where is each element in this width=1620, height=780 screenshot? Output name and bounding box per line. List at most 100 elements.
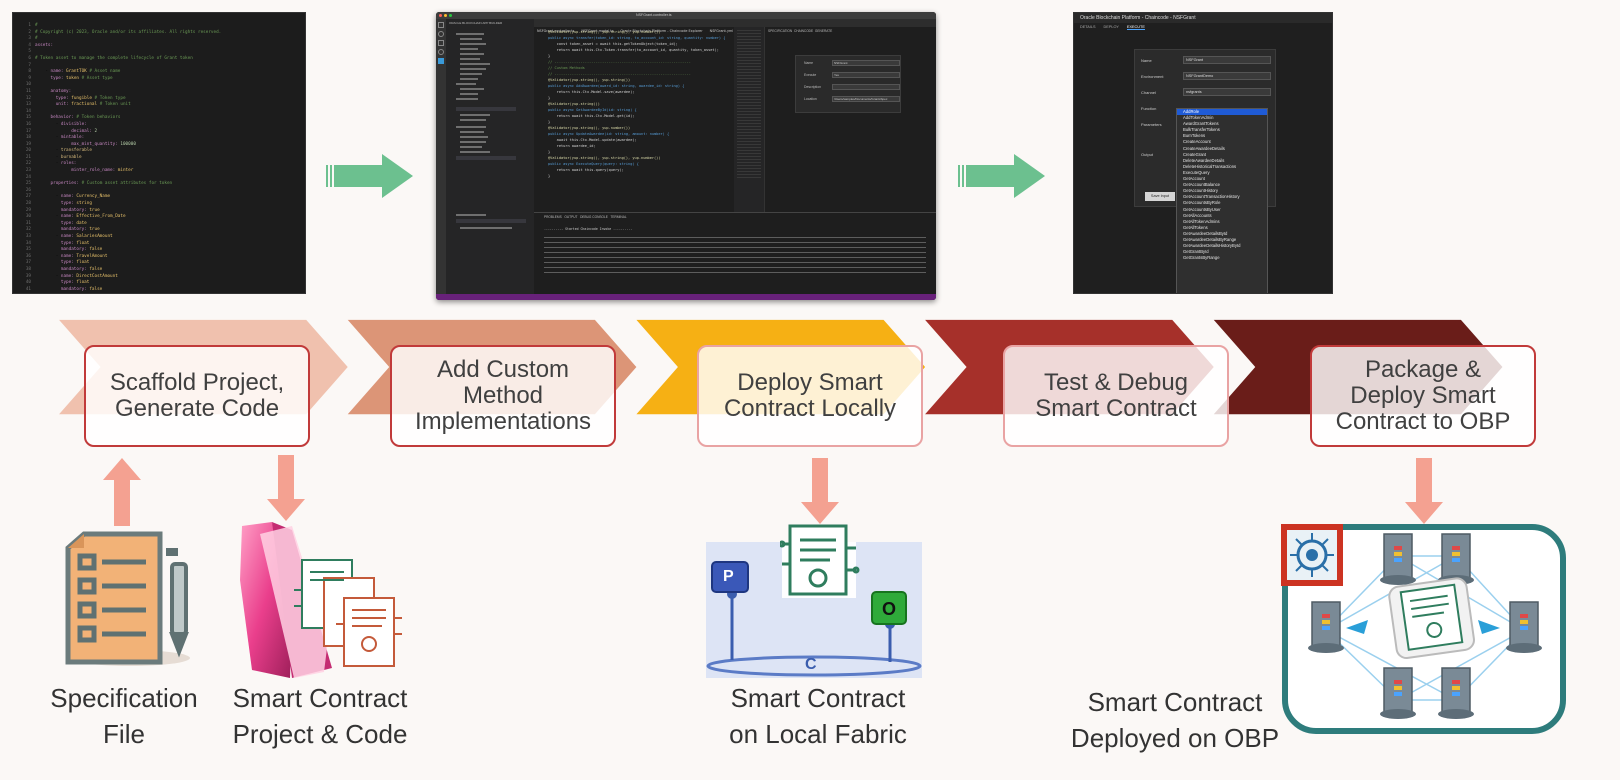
server-node-icon [1308,601,1344,653]
form-name-field[interactable]: NSFGrant [832,60,900,66]
server-node-icon [1380,667,1416,719]
function-option[interactable]: GetAccountTransactionHistory [1183,194,1240,200]
function-option[interactable]: AddRole [1177,109,1267,116]
code-line: @Validator(yup.string(), yup.string()) [548,78,631,82]
function-option[interactable]: ExecuteQuery [1183,169,1210,175]
yaml-line-numbers: 1 2 3 4 5 6 7 8 9 10 11 12 13 14 15 16 1… [25,23,31,292]
code-line: public async transfer(token_id: string, … [548,36,726,40]
peer-node-label: P [723,568,734,585]
function-option[interactable]: GetGrantById [1183,249,1209,255]
function-option[interactable]: GetAccountsByUser [1183,206,1221,212]
yaml-line: - name: SalariesAmount [35,234,113,239]
terminal-heading: ---------- Started Chaincode Invoke ----… [544,227,633,231]
editor-tab[interactable]: NSFGrant.model.ts [578,27,618,35]
obp-tab[interactable]: DETAILS [1080,25,1096,29]
form-execute-select[interactable]: Yes [832,72,900,78]
code-line: } [548,96,551,100]
yaml-line: - roles: [35,161,77,167]
yaml-line: max_mint_quantity: 100000 [71,141,136,147]
deploy-to-fabric-arrow [801,458,839,524]
obp-network-graphic [1308,533,1542,719]
yaml-line [35,82,221,89]
editor-tab[interactable]: Oracle Blockchain Platform - Chaincode E… [617,27,707,35]
orderer-node-label: O [882,599,897,619]
yaml-line: - name: Currency_Name [35,194,111,200]
function-option[interactable]: DeleteHistoricalTransactions [1183,163,1237,169]
obp-field-input[interactable]: NSFGrantDemo [1183,72,1271,80]
function-option[interactable]: BulkTransferTokens [1183,127,1220,133]
vscode-sidebar: ORACLE BLOCKCHAIN APP BUILDER [446,19,534,294]
editor-tab[interactable]: NSFGrant.controller.ts [534,27,579,35]
code-line: @Validator(yup.string(), yup.number()) [548,126,631,130]
function-option[interactable]: GetAwardeeDetailsById [1183,230,1228,236]
form-location-field[interactable]: /Users/samples/Documents/GrantsSpec [832,96,900,102]
function-option[interactable]: GetAwardeeDetailsHistoryById [1183,243,1241,249]
form-name-label: Name [804,61,814,65]
save-input-button[interactable]: Save Input [1145,192,1175,201]
code-line: } [548,54,551,58]
obp-field-input[interactable]: nsfgrants [1183,88,1271,96]
function-option[interactable]: CreateGrant [1183,151,1207,157]
yaml-line: - burnable [35,154,82,160]
function-option[interactable]: GetAllAccounts [1183,212,1212,218]
yaml-line: decimal: 2 [71,128,98,134]
function-option[interactable]: GetAccountBalance [1183,182,1221,188]
obp-tab[interactable]: DEPLOY [1103,25,1119,29]
code-line: return await this.query(query); [548,168,624,172]
function-option[interactable]: GetAllTokenAdmins [1183,218,1220,224]
function-option[interactable]: AddTokenAdmin [1183,115,1214,121]
code-line: return await this.Ctx.Token.transfer(to_… [548,48,719,52]
yaml-line: mandatory: false [60,266,103,272]
code-line: public async UpdateAwardee(id: string, a… [548,132,670,136]
form-description-field[interactable] [832,84,900,90]
function-option[interactable]: GetAccountsByRole [1183,200,1221,206]
yaml-line: type: float [60,240,90,246]
code-line: public async ExecuteQuery(query: string)… [548,162,639,166]
code-line: } [548,150,551,154]
function-option[interactable]: AwardGrantTokens [1183,121,1219,127]
obp-field-row: Output [1141,150,1271,160]
yaml-line: type: float [60,260,90,266]
obp-field-input[interactable]: NSFGrant [1183,56,1271,64]
specification-file-icon [65,531,190,666]
yaml-line: unit: fractional # Token unit [55,102,131,108]
vscode-activity-bar [436,19,446,294]
yaml-line: # [35,23,38,28]
sidebar-title: ORACLE BLOCKCHAIN APP BUILDER [449,21,503,25]
obp-tab[interactable]: EXECUTE [1126,25,1145,30]
code-line: // -------------------------------------… [548,72,691,76]
vscode-statusbar [436,294,936,300]
function-option[interactable]: GetAwardeeDetailsByRange [1183,236,1237,242]
function-option[interactable]: BurnTokens [1183,133,1206,139]
vscode-screenshot: NSFGrant.controller.ts ORACLE BLOCKCHAIN… [436,12,936,300]
function-option[interactable]: GetAccount [1183,176,1205,182]
obp-badge-icon [1281,524,1343,586]
yaml-line: mandatory: true [60,227,100,233]
yaml-line: mandatory: false [60,286,103,292]
function-option[interactable]: GetAllTokens [1183,224,1208,230]
code-line: const token_asset = await this.getTokenO… [548,42,678,46]
yaml-line: mandatory: false [60,247,103,253]
obp-field-label: Channel [1141,90,1156,95]
channel-label: C [805,656,817,673]
function-option[interactable]: GetGrantsByRange [1183,255,1220,261]
code-line: public async AddAwardee(award_id: string… [548,84,685,88]
function-option[interactable]: DeleteAwardeeDetails [1183,157,1225,163]
yaml-source: ## Copyright (c) 2023, Oracle and/or its… [35,23,221,293]
code-line: @Validator(yup.string()) [548,102,600,106]
flow-arrow-2 [958,154,1045,198]
function-option[interactable]: CreateAwardeeDetails [1183,145,1225,151]
scaffold-to-project-arrow [267,455,305,521]
function-option[interactable]: CreateAccount [1183,139,1211,145]
obp-field-row: Function [1141,104,1271,114]
function-option[interactable]: GetAccountHistory [1183,188,1218,194]
yaml-line: - name: DirectCostAmount [35,273,118,279]
